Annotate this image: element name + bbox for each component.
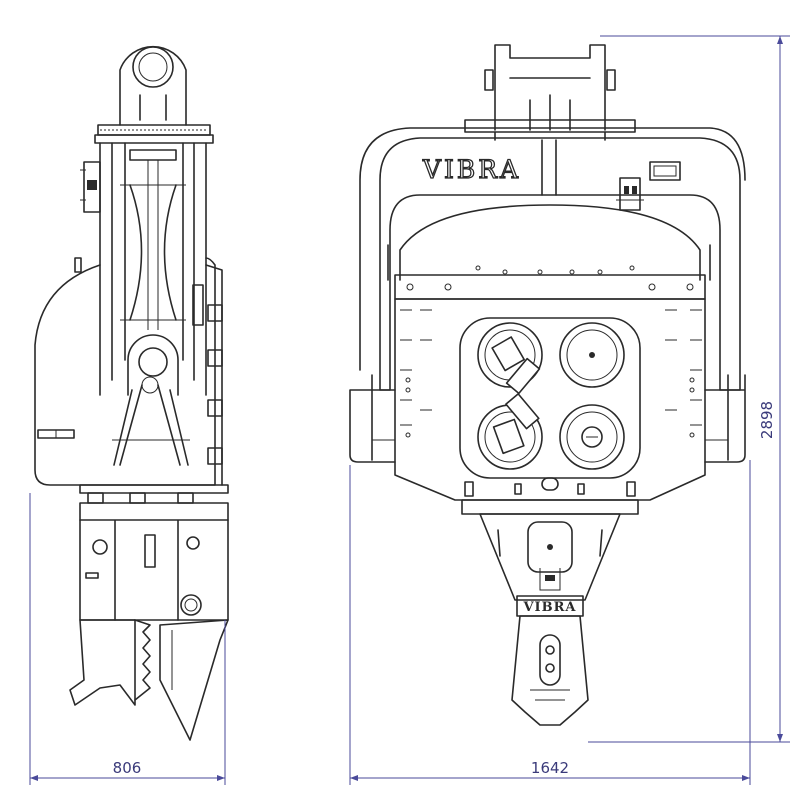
front-motor-bottom-right xyxy=(559,404,625,470)
side-view: 806 xyxy=(29,45,229,785)
side-suspension-body xyxy=(34,257,216,486)
front-jaw xyxy=(511,615,589,726)
front-valve xyxy=(619,177,641,211)
front-bottom-oval xyxy=(541,477,559,491)
front-motor-top-right xyxy=(559,322,625,388)
side-arch xyxy=(127,334,179,396)
front-width-dimension: 1642 xyxy=(349,460,751,785)
front-brand-text: VIBRA xyxy=(422,155,521,184)
front-base-plate xyxy=(461,499,639,515)
side-frame xyxy=(99,142,207,396)
front-inner-arch xyxy=(399,204,701,281)
front-clamp-brand: VIBRA xyxy=(522,600,576,615)
front-width-label: 1642 xyxy=(531,759,569,777)
front-dots-row xyxy=(475,265,635,275)
side-lifting-eye xyxy=(119,45,187,126)
height-label: 2898 xyxy=(758,401,776,439)
side-width-label: 806 xyxy=(113,759,142,777)
front-top-mount xyxy=(494,44,606,131)
front-view: VIBRA xyxy=(349,35,790,785)
front-motor-top-left xyxy=(477,322,543,395)
front-main-housing xyxy=(394,298,706,501)
front-motor-bottom-left xyxy=(477,393,543,470)
front-clamp-cone xyxy=(479,513,621,601)
side-eye-hole xyxy=(132,46,174,88)
side-left-jaw xyxy=(69,619,136,706)
height-dimension: 2898 xyxy=(588,35,790,743)
side-width-dimension: 806 xyxy=(29,493,226,785)
side-cross-web xyxy=(129,184,177,321)
front-side-marks xyxy=(400,309,702,438)
side-right-jaw xyxy=(159,619,229,741)
front-nameplate xyxy=(649,161,681,181)
